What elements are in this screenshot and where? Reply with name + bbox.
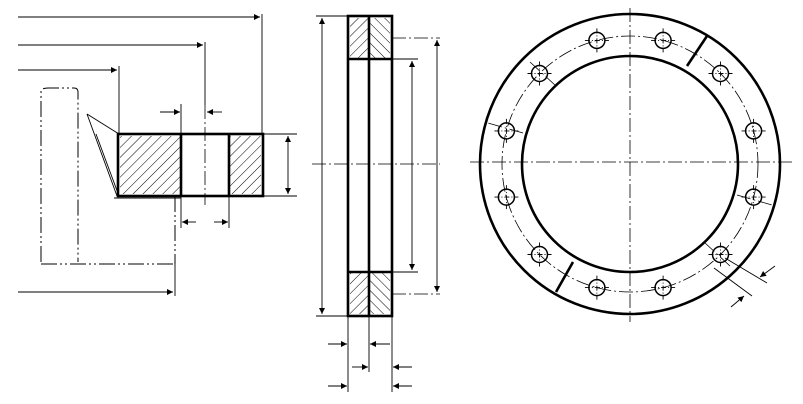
ring-split-line-bottom: [554, 261, 575, 293]
flange-hatch-left: [120, 136, 181, 194]
weld-line-lower: [86, 113, 118, 197]
weld-line-bevel: [95, 133, 120, 197]
side-section-view: [312, 14, 440, 392]
radial-centerline-d: [703, 241, 731, 267]
flange-outer-circle: [478, 12, 782, 316]
front-view: [470, 8, 792, 322]
bolt-holes: [494, 28, 766, 300]
side-hatch-bottom-right: [370, 273, 390, 314]
dim-hole-ext-2: [713, 267, 753, 297]
dim-hole-arrow-upper: [759, 265, 776, 278]
flange-section-outline: [116, 132, 265, 198]
pipe-phantom-outline: [40, 87, 79, 262]
flange-hatch-right: [230, 136, 261, 194]
radial-centerline-b: [736, 194, 773, 206]
bolt-pitch-circle: [501, 35, 759, 293]
side-hatch-bottom-left: [350, 273, 368, 314]
side-hatch-top-right: [370, 18, 390, 58]
radial-centerline-a: [487, 122, 524, 134]
dim-hole-arrow-lower: [730, 295, 745, 308]
radial-centerline-c: [529, 61, 557, 87]
weld-line-upper: [86, 113, 120, 135]
side-hatch-top-left: [350, 18, 368, 58]
ring-split-line-top: [685, 35, 709, 67]
partial-section-view: [18, 14, 297, 296]
dim-hole-ext-1: [724, 257, 768, 284]
flange-bore-circle: [520, 54, 740, 274]
